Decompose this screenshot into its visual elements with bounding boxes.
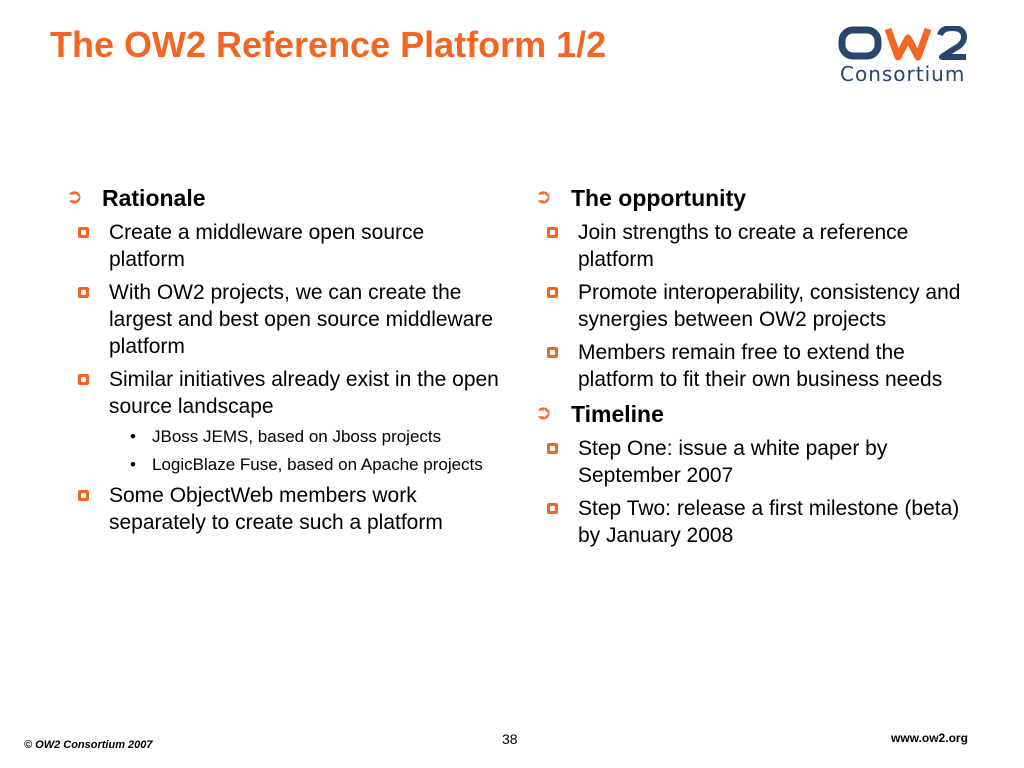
- dot-icon: •: [130, 455, 136, 474]
- circled-arrow-icon: ➲: [535, 186, 552, 208]
- dot-icon: •: [130, 427, 136, 446]
- opportunity-section: ➲ The opportunity: [533, 183, 973, 213]
- hollow-square-icon: [547, 503, 558, 514]
- list-item-text: Promote interoperability, consistency an…: [578, 281, 961, 331]
- hollow-square-icon: [78, 374, 89, 385]
- hollow-square-icon: [78, 490, 89, 501]
- section-heading: Timeline: [571, 401, 664, 427]
- circled-arrow-icon: ➲: [66, 186, 83, 208]
- list-item-text: Some ObjectWeb members work separately t…: [109, 484, 443, 534]
- slide-title: The OW2 Reference Platform 1/2: [50, 24, 607, 65]
- list-item: Create a middleware open source platform: [64, 219, 504, 273]
- list-item-text: Create a middleware open source platform: [109, 221, 425, 271]
- right-column: ➲ The opportunity Join strengths to crea…: [533, 183, 973, 555]
- section-heading: The opportunity: [571, 185, 747, 211]
- list-item-text: Join strengths to create a reference pla…: [578, 221, 909, 271]
- footer-url: www.ow2.org: [891, 731, 968, 745]
- page-number: 38: [502, 731, 518, 747]
- list-item-text: With OW2 projects, we can create the lar…: [109, 281, 494, 358]
- sub-list-item: • JBoss JEMS, based on Jboss projects: [64, 426, 504, 448]
- list-item: Members remain free to extend the platfo…: [533, 339, 973, 393]
- timeline-section: ➲ Timeline: [533, 399, 973, 429]
- sub-list-item-text: JBoss JEMS, based on Jboss projects: [152, 427, 442, 446]
- list-item: With OW2 projects, we can create the lar…: [64, 279, 504, 360]
- list-item-text: Step One: issue a white paper by Septemb…: [578, 437, 888, 487]
- sub-list-item-text: LogicBlaze Fuse, based on Apache project…: [152, 455, 483, 474]
- hollow-square-icon: [78, 287, 89, 298]
- list-item: Promote interoperability, consistency an…: [533, 279, 973, 333]
- list-item: Similar initiatives already exist in the…: [64, 366, 504, 420]
- section-heading: Rationale: [102, 185, 206, 211]
- ow2-logo: Consortium: [838, 26, 988, 88]
- hollow-square-icon: [547, 227, 558, 238]
- circled-arrow-icon: ➲: [535, 402, 552, 424]
- hollow-square-icon: [78, 227, 89, 238]
- hollow-square-icon: [547, 443, 558, 454]
- left-column: ➲ Rationale Create a middleware open sou…: [64, 183, 504, 542]
- list-item-text: Members remain free to extend the platfo…: [578, 341, 943, 391]
- list-item: Step Two: release a first milestone (bet…: [533, 495, 973, 549]
- sub-list-item: • LogicBlaze Fuse, based on Apache proje…: [64, 454, 504, 476]
- hollow-square-icon: [547, 347, 558, 358]
- rationale-section: ➲ Rationale: [64, 183, 504, 213]
- hollow-square-icon: [547, 287, 558, 298]
- list-item-text: Step Two: release a first milestone (bet…: [578, 497, 960, 547]
- footer-copyright: © OW2 Consortium 2007: [24, 739, 153, 751]
- list-item-text: Similar initiatives already exist in the…: [109, 368, 499, 418]
- ow2-logo-mark: [838, 26, 967, 61]
- list-item: Join strengths to create a reference pla…: [533, 219, 973, 273]
- logo-subtitle: Consortium: [840, 62, 966, 86]
- list-item: Step One: issue a white paper by Septemb…: [533, 435, 973, 489]
- list-item: Some ObjectWeb members work separately t…: [64, 482, 504, 536]
